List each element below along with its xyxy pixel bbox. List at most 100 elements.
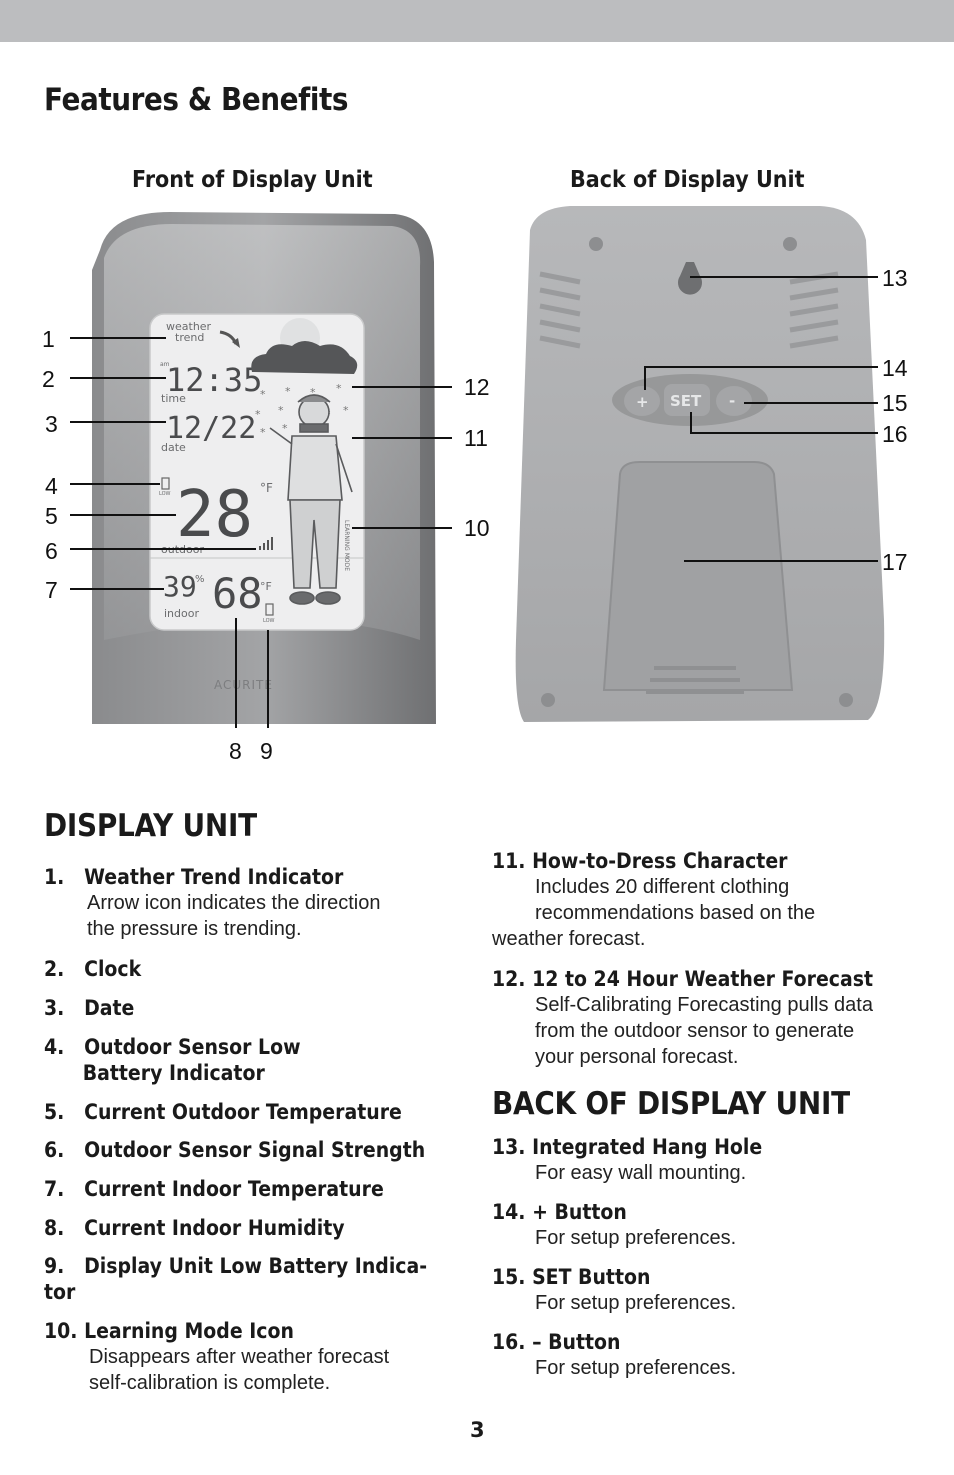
item-10: 10. Learning Mode Icon Disappears after … — [44, 1319, 390, 1394]
svg-text:*: * — [310, 386, 316, 399]
vent-right — [789, 271, 839, 349]
svg-text:*: * — [336, 382, 342, 395]
display-unit-title: DISPLAY UNIT — [44, 808, 257, 844]
callout-11: 11 — [464, 425, 488, 451]
leader-1 — [70, 337, 166, 339]
indoor-label: indoor — [164, 607, 199, 620]
svg-text:*: * — [260, 426, 266, 439]
svg-text:*: * — [278, 404, 284, 417]
item-4: 4. Outdoor Sensor Low Battery Indicator — [44, 1035, 301, 1085]
weather-trend-label-1: weather — [166, 320, 212, 333]
time-value: 12:35 — [166, 361, 262, 399]
callout-15: 15 — [882, 390, 908, 416]
how-to-dress-character — [269, 394, 353, 605]
callout-14: 14 — [882, 355, 908, 381]
header-bar — [0, 0, 954, 42]
percent-sign: % — [195, 574, 205, 585]
item-8: 8. Current Indoor Humidity — [44, 1216, 345, 1240]
set-button: SET — [670, 392, 702, 410]
svg-text:LOW: LOW — [263, 618, 275, 624]
indoor-temp-value: 68 — [212, 569, 263, 618]
item-2: 2. Clock — [44, 957, 142, 981]
item-15: 15. SET Button For setup preferences. — [492, 1265, 737, 1314]
svg-text:*: * — [343, 404, 349, 417]
plus-button: + — [636, 393, 649, 411]
brand-logo: ACURITE — [214, 678, 273, 692]
item-16: 16. – Button For setup preferences. — [492, 1330, 737, 1379]
page-number: 3 — [470, 1418, 485, 1442]
callout-7: 7 — [45, 577, 58, 603]
battery-door — [602, 461, 794, 691]
item-13: 13. Integrated Hang Hole For easy wall m… — [492, 1135, 763, 1184]
outdoor-battery-icon — [161, 477, 170, 490]
item-14: 14. + Button For setup preferences. — [492, 1200, 737, 1249]
minus-button: - — [729, 392, 735, 410]
callout-17: 17 — [882, 549, 908, 575]
item-6: 6. Outdoor Sensor Signal Strength — [44, 1138, 426, 1162]
outdoor-temp-value: 28 — [176, 478, 253, 552]
date-label: date — [161, 441, 186, 454]
display-battery-icon — [265, 603, 274, 616]
item-9: 9. Display Unit Low Battery Indica- tor — [44, 1254, 428, 1304]
callout-9: 9 — [260, 738, 273, 764]
callout-2: 2 — [42, 366, 55, 392]
foot-hole-bottom-left — [541, 693, 555, 707]
leader-17 — [684, 560, 878, 562]
leader-10 — [352, 527, 452, 529]
weather-trend-label-2: trend — [175, 331, 204, 344]
item-3: 3. Date — [44, 996, 135, 1020]
item-12: 12. 12 to 24 Hour Weather Forecast Self-… — [492, 967, 874, 1068]
leader-7 — [70, 588, 164, 590]
leader-4 — [70, 483, 160, 485]
back-heading: Back of Display Unit — [570, 167, 805, 193]
front-display-illustration: weather trend am 12:35 time 12/22 date L… — [92, 206, 885, 724]
vent-left — [539, 271, 581, 349]
date-value: 12/22 — [166, 411, 256, 446]
leader-13 — [690, 276, 878, 278]
leader-15 — [744, 402, 878, 404]
callout-16: 16 — [882, 421, 908, 447]
item-11: 11. How-to-Dress Character Includes 20 d… — [492, 849, 816, 950]
indoor-humidity-value: 39 — [163, 570, 197, 603]
callout-13: 13 — [882, 265, 908, 291]
callout-5: 5 — [45, 503, 58, 529]
learning-mode-label: LEARNING MODE — [343, 520, 350, 571]
front-heading: Front of Display Unit — [132, 167, 373, 193]
am-label: am — [160, 361, 170, 368]
callout-1: 1 — [42, 326, 55, 352]
callout-12: 12 — [464, 374, 490, 400]
time-label: time — [161, 392, 186, 405]
foot-hole-bottom-right — [839, 693, 853, 707]
leader-11 — [352, 437, 452, 439]
leader-16 — [690, 432, 878, 434]
item-7: 7. Current Indoor Temperature — [44, 1177, 384, 1201]
callout-6: 6 — [45, 538, 58, 564]
outdoor-unit: °F — [260, 481, 273, 495]
back-unit-title: BACK OF DISPLAY UNIT — [492, 1086, 850, 1122]
leader-3 — [70, 421, 166, 423]
hang-hole — [678, 262, 702, 295]
leader-9 — [267, 630, 269, 728]
item-5: 5. Current Outdoor Temperature — [44, 1100, 402, 1124]
callout-3: 3 — [45, 411, 58, 437]
item-1: 1. Weather Trend Indicator Arrow icon in… — [44, 865, 381, 940]
foot-hole-right — [783, 237, 797, 251]
leader-5 — [70, 514, 176, 516]
leader-12 — [352, 386, 452, 388]
callout-8: 8 — [229, 738, 242, 764]
indoor-unit: °F — [260, 580, 272, 593]
outdoor-label: outdoor — [161, 543, 204, 556]
svg-text:*: * — [260, 388, 266, 401]
leader-2 — [70, 377, 166, 379]
svg-text:*: * — [255, 408, 261, 421]
svg-text:LOW: LOW — [159, 491, 171, 497]
leader-6 — [70, 548, 256, 550]
leader-8 — [235, 618, 237, 728]
page-title: Features & Benefits — [44, 82, 349, 118]
foot-hole-left — [589, 237, 603, 251]
leader-14 — [644, 366, 878, 368]
svg-text:*: * — [282, 422, 288, 435]
callout-4: 4 — [45, 473, 58, 499]
svg-text:*: * — [285, 385, 291, 398]
signal-strength-icon — [259, 537, 273, 550]
